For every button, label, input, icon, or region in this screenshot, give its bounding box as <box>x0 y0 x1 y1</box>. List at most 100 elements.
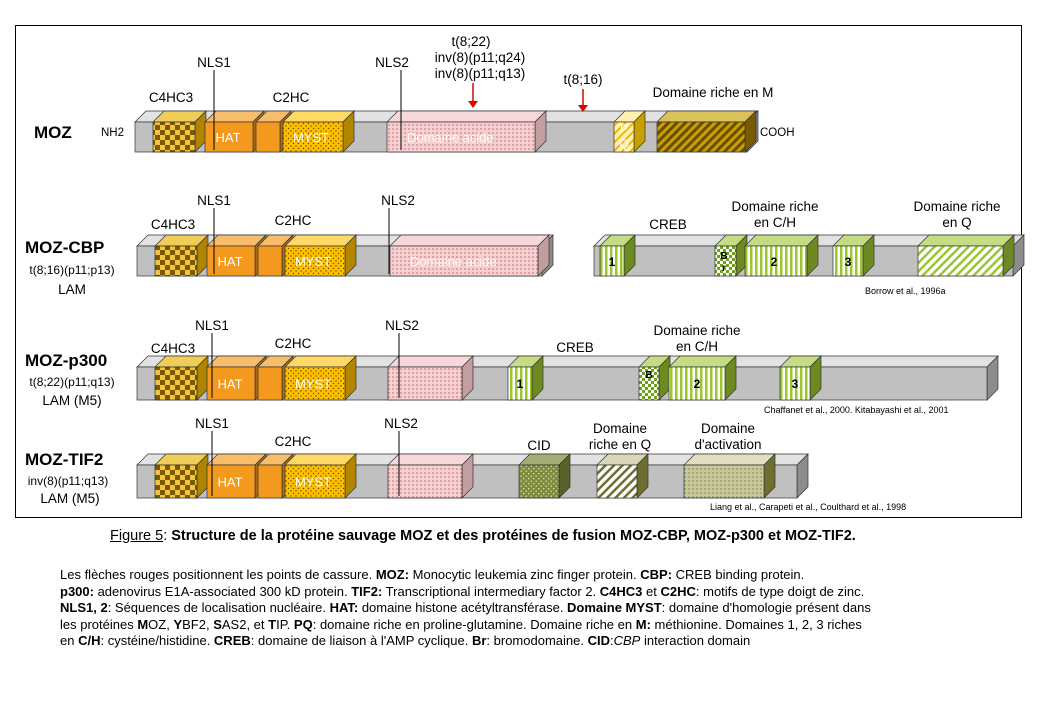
p300-hat-label: HAT <box>217 377 242 392</box>
tif2-disease: LAM (M5) <box>40 491 99 506</box>
cbp-br <box>714 234 748 277</box>
p300-br-b: B <box>645 370 652 381</box>
cbp-nls2-label: NLS2 <box>381 193 415 208</box>
tif2-c2hc-label: C2HC <box>275 434 312 449</box>
moz-nh2-label: NH2 <box>101 127 124 139</box>
p300-c2hc-label: C2HC <box>275 336 312 351</box>
cbp-acid-label: Domaine acide <box>410 254 497 269</box>
moz-rich-m-label: Domaine riche en M <box>653 85 774 100</box>
p300-dom1 <box>507 355 544 401</box>
cbp-nls1-label: NLS1 <box>197 193 231 208</box>
cbp-br-b: B <box>720 251 727 262</box>
breakpoint-label-t8-22: t(8;22) <box>451 34 490 49</box>
p300-dom2 <box>668 355 737 401</box>
moz-nls1-label: NLS1 <box>197 55 231 70</box>
figure-caption: Figure 5: Structure de la protéine sauva… <box>110 528 856 544</box>
tif2-c4hc3-domain <box>154 453 209 499</box>
cbp-rich-ch-label-2: en C/H <box>754 215 796 230</box>
legend-line-4: les protéines MOZ, YBF2, SAS2, et TIP. P… <box>60 616 862 632</box>
p300-dom3 <box>779 355 822 401</box>
p300-myst-domain <box>284 355 357 401</box>
tif2-rich-q-label-1: Domaine <box>593 421 647 436</box>
cbp-reference: Borrow et al., 1996a <box>865 286 946 296</box>
cbp-myst-label: MYST <box>295 254 331 269</box>
figure-number: Figure 5 <box>110 528 164 544</box>
tif2-myst-label: MYST <box>295 475 331 490</box>
breakpoint-arrow-1 <box>468 83 478 108</box>
tif2-hat-label: HAT <box>217 475 242 490</box>
tif2-nls1-label: NLS1 <box>195 416 229 431</box>
p300-acid-domain <box>387 355 474 401</box>
moz-name: MOZ <box>34 123 72 142</box>
moz-myst-domain <box>282 110 355 153</box>
cbp-name: MOZ-CBP <box>25 238 104 257</box>
cbp-c4hc3-domain <box>154 234 209 277</box>
breakpoint-label-inv-q13: inv(8)(p11;q13) <box>435 66 526 81</box>
cbp-dom2 <box>744 234 819 277</box>
figure-legend: Les flèches rouges positionnent les poin… <box>60 567 1010 650</box>
moz-hat-label: HAT <box>215 130 240 145</box>
p300-translocation: t(8;22)(p11;q13) <box>29 375 114 389</box>
cbp-br-r: r <box>722 263 726 274</box>
p300-rich-ch-label-2: en C/H <box>676 339 718 354</box>
tif2-myst-domain <box>284 453 357 499</box>
p300-c2hc-domain <box>257 355 294 401</box>
cbp-dom3 <box>832 234 875 277</box>
cbp-c4hc3-label: C4HC3 <box>151 217 195 232</box>
legend-line-3: NLS1, 2: Séquences de localisation nuclé… <box>60 600 871 615</box>
tif2-rich-q-domain <box>596 453 649 499</box>
moz-pq-p: P <box>620 122 628 136</box>
p300-dom2-label: 2 <box>694 377 701 391</box>
tif2-nls2-label: NLS2 <box>384 416 418 431</box>
moz-nls2-label: NLS2 <box>375 55 409 70</box>
p300-rich-ch-label-1: Domaine riche <box>653 323 740 338</box>
figure-title: Structure de la protéine sauvage MOZ et … <box>171 528 856 544</box>
tif2-name: MOZ-TIF2 <box>25 450 103 469</box>
p300-c4hc3-domain <box>154 355 209 401</box>
moz-c4hc3-label: C4HC3 <box>149 90 193 105</box>
cbp-c2hc-label: C2HC <box>275 213 312 228</box>
breakpoint-label-inv-q24: inv(8)(p11;q24) <box>435 50 526 65</box>
cbp-rich-q-domain <box>917 234 1015 277</box>
tif2-activation-label-1: Domaine <box>701 421 755 436</box>
tif2-rich-q-label-2: riche en Q <box>589 437 651 452</box>
p300-creb-label: CREB <box>556 340 594 355</box>
cbp-dom1 <box>599 234 636 277</box>
tif2-activation-domain <box>683 453 776 499</box>
moz-pq-q: Q <box>619 137 628 151</box>
moz-acid-domain <box>386 110 547 153</box>
cbp-dom1-label: 1 <box>609 255 616 269</box>
cbp-rich-ch-label-1: Domaine riche <box>731 199 818 214</box>
p300-br <box>638 355 671 401</box>
cbp-translocation: t(8;16)(p11;p13) <box>29 263 114 277</box>
moz-pq-domain <box>613 110 646 153</box>
cbp-acid-domain <box>389 234 550 277</box>
moz-rich-m-domain <box>656 110 757 153</box>
legend-line-2: p300: adenovirus E1A-associated 300 kD p… <box>60 583 865 599</box>
tif2-cid-label: CID <box>527 438 551 453</box>
figure-frame <box>15 25 1022 518</box>
moz-cooh-label: COOH <box>760 127 795 139</box>
cbp-rich-q-label-1: Domaine riche <box>913 199 1000 214</box>
p300-dom3-label: 3 <box>792 377 799 391</box>
p300-nls2-label: NLS2 <box>385 318 419 333</box>
tif2-activation-label-2: d'activation <box>694 437 761 452</box>
cbp-rich-q-label-2: en Q <box>942 215 971 230</box>
moz-myst-label: MYST <box>293 130 329 145</box>
p300-dom1-label: 1 <box>517 377 524 391</box>
moz-c2hc-label: C2HC <box>273 90 310 105</box>
cbp-disease: LAM <box>58 282 86 297</box>
p300-reference: Chaffanet et al., 2000. Kitabayashi et a… <box>764 405 948 415</box>
p300-c4hc3-label: C4HC3 <box>151 341 195 356</box>
cbp-dom3-label: 3 <box>845 255 852 269</box>
moz-acid-label: Domaine acide <box>407 130 494 145</box>
p300-name: MOZ-p300 <box>25 351 107 370</box>
cbp-creb-label: CREB <box>649 217 687 232</box>
cbp-myst-domain <box>284 234 357 277</box>
p300-nls1-label: NLS1 <box>195 318 229 333</box>
legend-line-1: Les flèches rouges positionnent les poin… <box>60 567 805 582</box>
p300-myst-label: MYST <box>295 377 331 392</box>
breakpoint-arrow-2 <box>578 89 588 112</box>
cbp-hat-label: HAT <box>217 254 242 269</box>
cbp-dom2-label: 2 <box>771 255 778 269</box>
